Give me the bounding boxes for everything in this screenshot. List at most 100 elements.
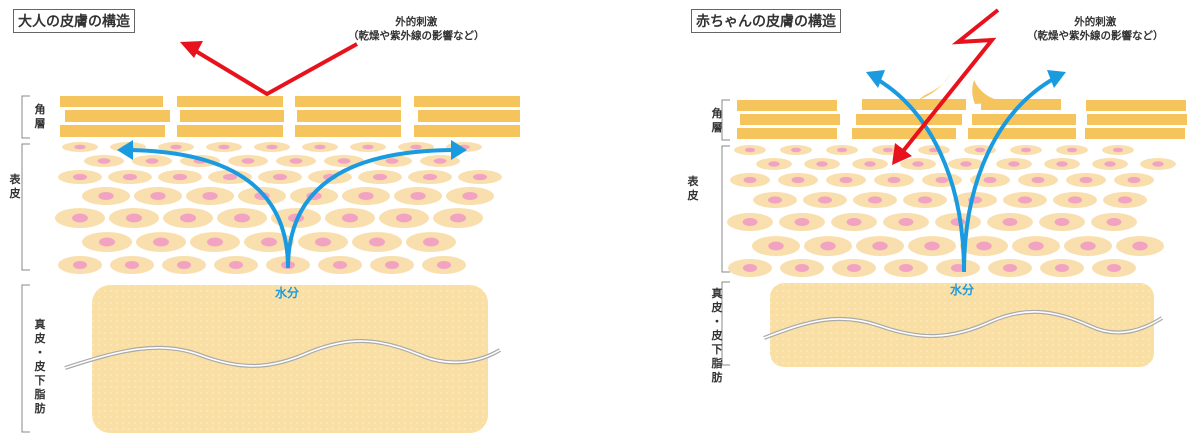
label-dermis: 真皮・皮下脂肪 (34, 318, 46, 415)
cell-nucleus (332, 260, 348, 270)
water-arrowhead-left (866, 70, 885, 88)
cell-nucleus (372, 173, 388, 181)
cell-nucleus (846, 217, 862, 227)
cell-nucleus (272, 173, 288, 181)
cell-nucleus (150, 191, 166, 201)
cell-nucleus (1002, 263, 1018, 273)
panel-title: 赤ちゃんの皮膚の構造 (691, 9, 841, 33)
stimulus-arrowhead (892, 143, 912, 165)
corneum-sheet (972, 114, 1076, 125)
cell-nucleus (846, 263, 862, 273)
cell-nucleus (72, 260, 88, 270)
cell-nucleus (410, 144, 422, 150)
cell-nucleus (342, 213, 358, 223)
label-stratum-corneum: 角層 (711, 107, 723, 134)
cell-nucleus (743, 176, 757, 184)
cell-nucleus (817, 196, 833, 204)
external-stimulus-label: 外的刺激 （乾燥や紫外線の影響など） (348, 15, 485, 43)
water-arrowhead-left (117, 140, 133, 160)
cell-nucleus (98, 191, 114, 201)
adult-skin-panel: 大人の皮膚の構造 外的刺激 （乾燥や紫外線の影響など） 角層 表皮 真皮・皮下脂… (0, 0, 560, 437)
stratum-corneum-layers (60, 96, 520, 137)
corneum-sheet (1087, 114, 1187, 125)
cell-nucleus (358, 191, 374, 201)
label-epidermis: 表皮 (687, 175, 699, 202)
water-arrowhead-right (451, 140, 467, 160)
cell-nucleus (72, 173, 88, 181)
cell-nucleus (794, 217, 810, 227)
cell-nucleus (97, 158, 111, 164)
water-arrow-left (873, 76, 966, 273)
cell-nucleus (450, 213, 466, 223)
cell-nucleus (315, 237, 331, 247)
stratum-corneum-layers (737, 99, 1187, 139)
baby-skin-illustration (721, 8, 1187, 367)
cell-nucleus (234, 213, 250, 223)
water-label: 水分 (950, 283, 975, 297)
water-arrow-right (286, 148, 457, 269)
corneum-sheet (737, 100, 837, 111)
cell-nucleus (241, 158, 255, 164)
corneum-sheet (414, 96, 520, 107)
cell-nucleus (836, 147, 848, 153)
dermis-bracket (21, 284, 30, 433)
cell-nucleus (1106, 263, 1122, 273)
cell-nucleus (1066, 147, 1078, 153)
baby-skin-panel: 赤ちゃんの皮膚の構造 外的刺激 （乾燥や紫外線の影響など） 角層 表皮 真皮・皮… (600, 0, 1187, 437)
water-arrow-left (121, 148, 290, 269)
panel-title: 大人の皮膚の構造 (13, 9, 135, 33)
cell-nucleus (422, 173, 438, 181)
corneum-sheet (856, 114, 962, 125)
cell-nucleus (337, 158, 351, 164)
cell-nucleus (122, 173, 138, 181)
cell-nucleus (839, 176, 853, 184)
cell-nucleus (1028, 241, 1044, 251)
cell-nucleus (983, 176, 997, 184)
corneum-bracket (21, 95, 30, 139)
cell-nucleus (126, 213, 142, 223)
cell-nucleus (742, 263, 758, 273)
cell-nucleus (864, 161, 876, 167)
dermis-block (770, 283, 1154, 367)
cell-nucleus (1132, 241, 1148, 251)
cell-nucleus (935, 176, 949, 184)
cell-nucleus (1056, 161, 1068, 167)
cell-nucleus (1152, 161, 1164, 167)
epidermis-bracket (721, 145, 730, 273)
stimulus-arrow (898, 8, 1000, 157)
stimulus-line2: （乾燥や紫外線の影響など） (1027, 30, 1164, 42)
cell-nucleus (172, 173, 188, 181)
corneum-sheet (60, 96, 163, 107)
cell-nucleus (289, 158, 303, 164)
cell-nucleus (369, 237, 385, 247)
water-arrowhead-right (1047, 70, 1066, 88)
water-label: 水分 (275, 286, 300, 300)
cell-nucleus (1054, 217, 1070, 227)
cell-nucleus (74, 144, 86, 150)
cell-nucleus (1104, 161, 1116, 167)
corneum-gap-right (972, 80, 1005, 104)
corneum-sheet (418, 110, 520, 122)
cell-nucleus (1080, 241, 1096, 251)
cell-nucleus (1002, 217, 1018, 227)
cell-nucleus (950, 217, 966, 227)
cell-nucleus (924, 241, 940, 251)
cell-nucleus (790, 147, 802, 153)
cell-nucleus (744, 147, 756, 153)
cell-nucleus (170, 144, 182, 150)
cell-nucleus (266, 144, 278, 150)
cell-nucleus (794, 263, 810, 273)
corneum-sheet (60, 125, 165, 137)
cell-nucleus (72, 213, 88, 223)
cell-nucleus (396, 213, 412, 223)
cell-nucleus (436, 260, 452, 270)
cell-nucleus (960, 161, 972, 167)
label-epidermis: 表皮 (9, 173, 21, 200)
cell-nucleus (180, 213, 196, 223)
external-stimulus-label: 外的刺激 （乾燥や紫外線の影響など） (1027, 15, 1164, 43)
stimulus-arrow (192, 42, 358, 97)
cell-nucleus (1106, 217, 1122, 227)
cell-nucleus (202, 191, 218, 201)
cell-nucleus (145, 158, 159, 164)
cell-nucleus (462, 191, 478, 201)
